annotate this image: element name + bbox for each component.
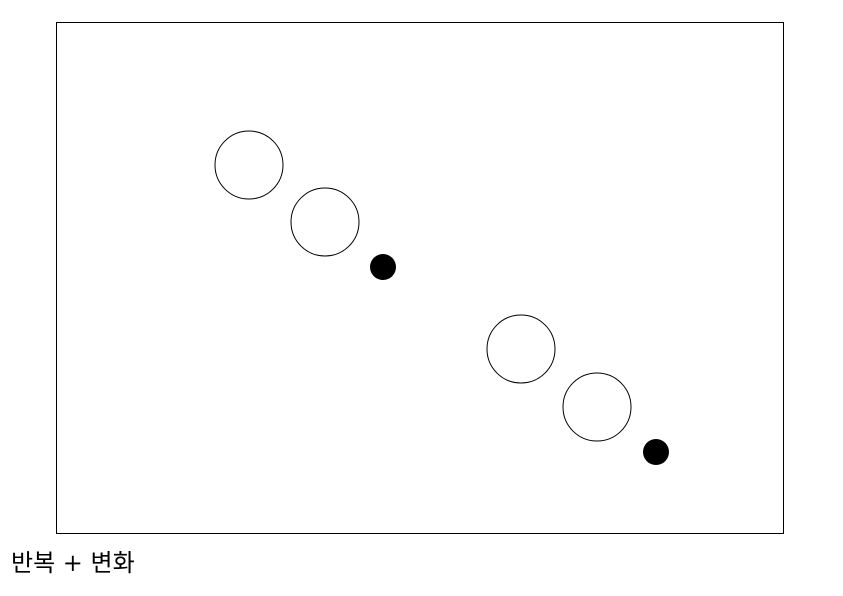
frame-border — [56, 22, 784, 534]
shape-group-1 — [214, 130, 396, 280]
outline-circle-1 — [214, 130, 284, 200]
solid-dot-2 — [643, 439, 669, 465]
outline-circle-3 — [486, 314, 556, 384]
solid-dot-1 — [370, 254, 396, 280]
shape-group-2 — [486, 314, 669, 465]
outline-circle-2 — [290, 187, 360, 257]
caption-text: 반복 + 변화 — [11, 549, 135, 577]
outline-circle-4 — [562, 372, 632, 442]
